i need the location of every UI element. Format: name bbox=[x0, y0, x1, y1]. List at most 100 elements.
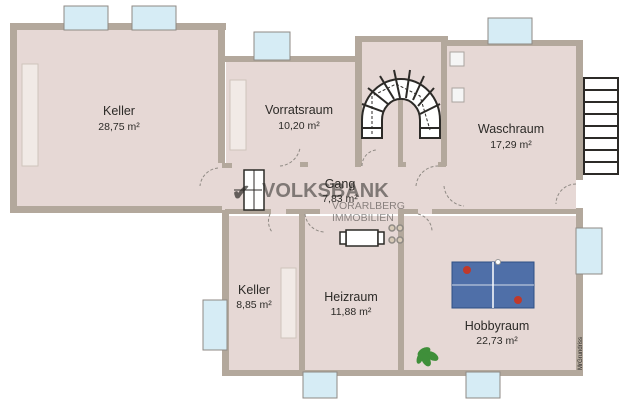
boiler-pipe-right bbox=[377, 231, 385, 245]
door-waschraum-2 bbox=[443, 185, 465, 207]
spiral-staircase bbox=[361, 69, 441, 139]
watermark-logo-mark: ✔ bbox=[232, 180, 250, 205]
wall bbox=[225, 209, 271, 214]
stair-outline bbox=[361, 78, 441, 139]
wall bbox=[222, 370, 583, 376]
wall bbox=[398, 80, 403, 166]
stair-step bbox=[405, 69, 411, 99]
room-area-hobbyraum: 22,73 m² bbox=[476, 335, 518, 347]
door-keller-klein bbox=[267, 213, 273, 233]
wall bbox=[299, 214, 305, 370]
gang-rack bbox=[234, 169, 265, 211]
doors bbox=[199, 147, 577, 233]
pipe-circle bbox=[388, 236, 396, 244]
door-hobbyraum bbox=[417, 213, 433, 233]
wall bbox=[286, 209, 300, 214]
window bbox=[131, 5, 177, 31]
shelf-keller-klein bbox=[280, 267, 297, 339]
floor-gang bbox=[222, 166, 576, 214]
stair-arrow bbox=[371, 83, 431, 134]
heizraum-boiler bbox=[339, 224, 404, 247]
watermark-line1: VOLKSBANK bbox=[262, 180, 389, 202]
door-keller-gross bbox=[199, 167, 219, 187]
shelf-vorratsraum bbox=[229, 79, 247, 151]
ping-pong-table bbox=[451, 259, 535, 309]
wall bbox=[438, 162, 446, 167]
stair-step bbox=[417, 87, 435, 107]
shelf-keller-gross bbox=[21, 63, 39, 167]
credit-label: MrGrundriss bbox=[578, 337, 584, 370]
window bbox=[465, 371, 501, 399]
room-area-gang: 7,83 m² bbox=[322, 193, 358, 205]
stair-step bbox=[419, 103, 441, 115]
wall bbox=[222, 56, 362, 62]
wall bbox=[10, 206, 222, 213]
wall bbox=[355, 36, 362, 166]
room-area-waschraum: 17,29 m² bbox=[490, 139, 532, 151]
watermark-line2: VORARLBERG bbox=[332, 200, 405, 212]
paddle bbox=[463, 266, 471, 274]
plant-icon bbox=[416, 347, 439, 367]
ball bbox=[495, 259, 501, 265]
room-name-waschraum: Waschraum bbox=[478, 122, 544, 136]
wall bbox=[10, 23, 17, 213]
stair-step bbox=[367, 87, 389, 105]
wall bbox=[300, 162, 308, 167]
door-aussen bbox=[555, 183, 577, 205]
wall bbox=[355, 162, 361, 167]
paddle bbox=[514, 296, 522, 304]
room-name-keller-gross: Keller bbox=[103, 104, 135, 118]
wall bbox=[218, 23, 225, 163]
room-name-hobbyraum: Hobbyraum bbox=[465, 319, 530, 333]
leaf bbox=[421, 353, 431, 367]
window bbox=[63, 5, 109, 31]
window bbox=[575, 227, 603, 275]
door-waschraum bbox=[415, 165, 439, 187]
windows bbox=[63, 5, 603, 399]
wall bbox=[441, 36, 447, 166]
room-area-keller-klein: 8,85 m² bbox=[236, 299, 272, 311]
washing-machine bbox=[449, 51, 465, 67]
room-area-vorratsraum: 10,20 m² bbox=[278, 120, 320, 132]
watermark-logo: ✔ VOLKSBANK VORARLBERG IMMOBILIEN bbox=[232, 180, 405, 224]
watermark-line3: IMMOBILIEN bbox=[332, 212, 394, 224]
door-gang-heizraum bbox=[304, 213, 326, 233]
room-labels: Keller 28,75 m² Vorratsraum 10,20 m² Was… bbox=[98, 103, 544, 347]
boiler-pipe-left bbox=[339, 231, 347, 245]
room-name-heizraum: Heizraum bbox=[324, 290, 378, 304]
floor-vorratsraum bbox=[226, 62, 358, 166]
window bbox=[487, 17, 533, 45]
window bbox=[253, 31, 291, 61]
room-name-gang: Gang bbox=[325, 177, 356, 191]
shelves bbox=[21, 63, 297, 339]
room-area-keller-gross: 28,75 m² bbox=[98, 121, 140, 133]
pipe-circle bbox=[396, 224, 404, 232]
wall bbox=[222, 163, 232, 168]
room-name-keller-klein: Keller bbox=[238, 283, 270, 297]
room-name-vorratsraum: Vorratsraum bbox=[265, 103, 333, 117]
floor-keller-gross bbox=[17, 30, 222, 208]
wall bbox=[355, 36, 448, 42]
pipe-circle bbox=[388, 224, 396, 232]
stair-step bbox=[361, 103, 385, 113]
window bbox=[202, 299, 228, 351]
outside-staircase bbox=[583, 77, 619, 175]
wall bbox=[222, 210, 229, 376]
door-vorratsraum bbox=[279, 147, 301, 167]
wall bbox=[432, 209, 583, 214]
door-treppe bbox=[361, 149, 377, 167]
pipe-circle bbox=[396, 236, 404, 244]
wall bbox=[398, 214, 404, 370]
wall bbox=[300, 209, 320, 214]
boiler bbox=[345, 229, 379, 247]
sink bbox=[451, 87, 465, 103]
room-area-heizraum: 11,88 m² bbox=[331, 306, 372, 318]
wall bbox=[398, 209, 418, 214]
leaf bbox=[416, 352, 424, 364]
wall bbox=[576, 40, 583, 180]
window bbox=[302, 371, 338, 399]
wall bbox=[576, 208, 583, 376]
wall bbox=[10, 23, 226, 30]
